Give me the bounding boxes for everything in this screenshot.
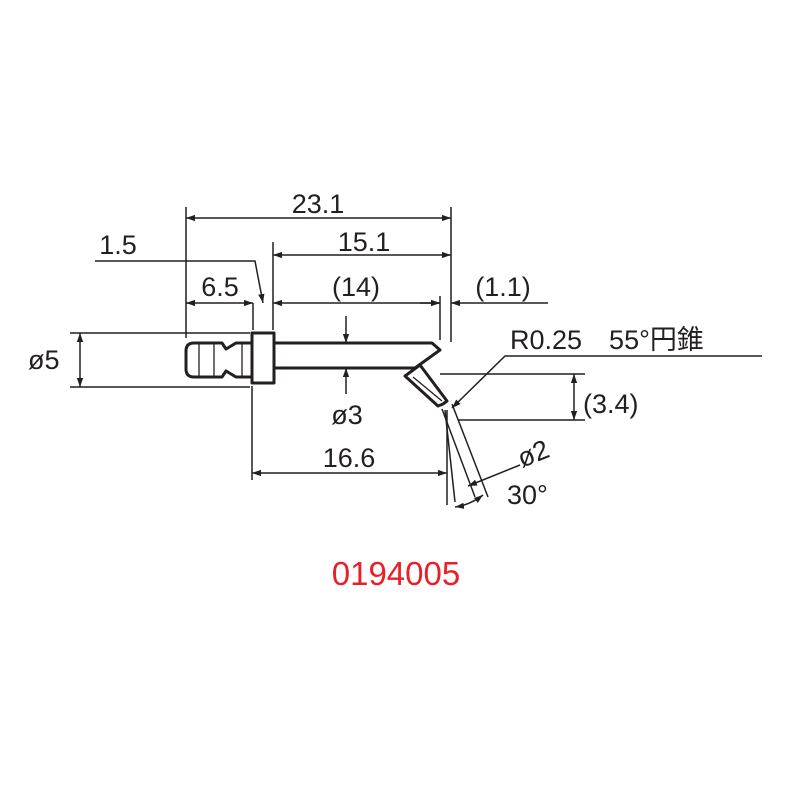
label-tip-angle: 30°: [507, 480, 548, 510]
label-tip-reach: 16.6: [323, 443, 376, 473]
label-shaft-diameter: ø3: [331, 400, 363, 430]
label-tip-offset: (1.1): [475, 272, 531, 302]
dimension-labels: 23.1 15.1 (14) 1.5 6.5 (1.1) ø5 ø3 16.6 …: [28, 189, 704, 510]
tip-edge-line: [412, 376, 443, 402]
leader-collar-width: [95, 260, 265, 304]
label-overall-length: 23.1: [292, 189, 345, 219]
leader-tip-radius: [451, 355, 762, 409]
dimension-lines: [76, 214, 762, 509]
stylus-part: [184, 331, 449, 408]
collar: [250, 331, 276, 385]
dim-arc-tip-angle: [454, 494, 484, 509]
label-tip-radius-cone: R0.25 55°円錐: [510, 325, 704, 355]
label-shaft-length: (14): [332, 272, 380, 302]
extension-lines: [70, 207, 585, 505]
label-tip-height: (3.4): [583, 389, 639, 419]
shaft: [272, 341, 442, 370]
label-grip-diameter: ø5: [28, 345, 60, 375]
label-collar-width: 1.5: [99, 230, 137, 260]
label-grip-length: 6.5: [201, 272, 239, 302]
label-length-from-collar: 15.1: [338, 227, 391, 257]
label-tip-diameter: ø2: [513, 434, 553, 474]
part-number: 0194005: [332, 555, 460, 592]
dim-line-tip-diameter: [467, 464, 521, 487]
